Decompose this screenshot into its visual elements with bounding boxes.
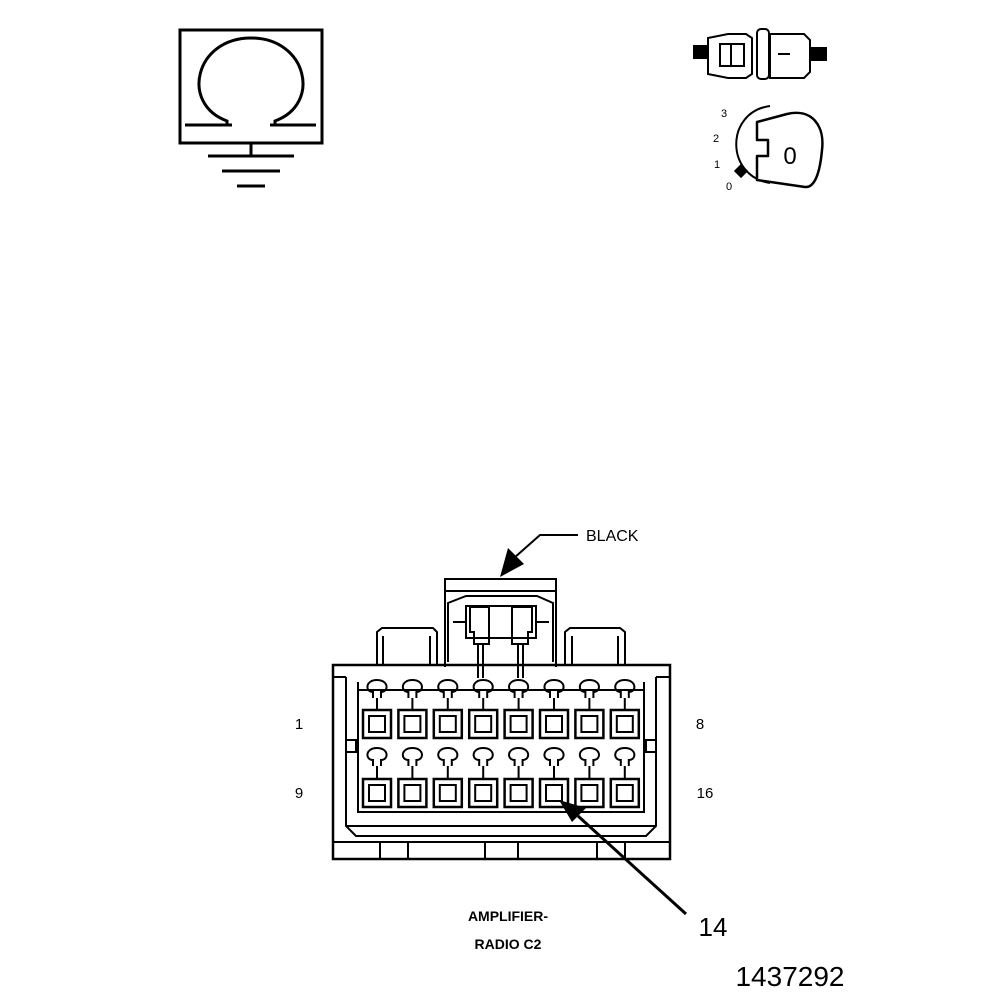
pin-label-16: 16	[697, 785, 714, 802]
pin-cavity-6	[538, 678, 570, 740]
pin-cavity-2	[397, 678, 428, 740]
pin-cavity-16	[609, 746, 641, 809]
pin-cavity-13	[503, 746, 534, 809]
pin-cavity-5	[503, 678, 534, 740]
pin-label-1: 1	[295, 716, 303, 733]
pin-grid	[361, 678, 641, 809]
connector-name-line1: AMPLIFIER-	[468, 908, 548, 924]
ohmmeter-icon	[178, 28, 324, 188]
pin-cavity-15	[574, 746, 605, 809]
pin-cavity-1	[361, 678, 393, 740]
ignition-position-3: 3	[721, 108, 727, 120]
pin-cavity-8	[609, 678, 641, 740]
connector-name-line2: RADIO C2	[475, 936, 542, 952]
ignition-position-2: 2	[713, 133, 719, 145]
pin-cavity-3	[432, 678, 464, 740]
pin-cavity-7	[574, 678, 605, 740]
ignition-key-label: 0	[783, 143, 796, 170]
connector-halves-icon	[693, 28, 827, 80]
pin-callout: 14	[559, 800, 727, 942]
color-callout: BLACK	[500, 528, 639, 577]
pin-cavity-11	[432, 746, 464, 809]
figure-number: 1437292	[735, 961, 844, 992]
ignition-position-1: 1	[714, 159, 720, 171]
pin-cavity-10	[397, 746, 428, 809]
pin-cavity-9	[361, 746, 393, 809]
connector-body	[331, 578, 672, 861]
pin-label-9: 9	[295, 785, 303, 802]
callout-pin-number: 14	[699, 912, 728, 942]
pin-cavity-4	[467, 678, 499, 740]
ignition-switch-icon: 0 3 2 1 0	[713, 105, 824, 193]
pin-cavity-14	[538, 746, 570, 809]
ignition-position-0: 0	[726, 181, 732, 193]
connector-color-label: BLACK	[586, 528, 639, 545]
pin-cavity-12	[467, 746, 499, 809]
pin-label-8: 8	[696, 716, 704, 733]
